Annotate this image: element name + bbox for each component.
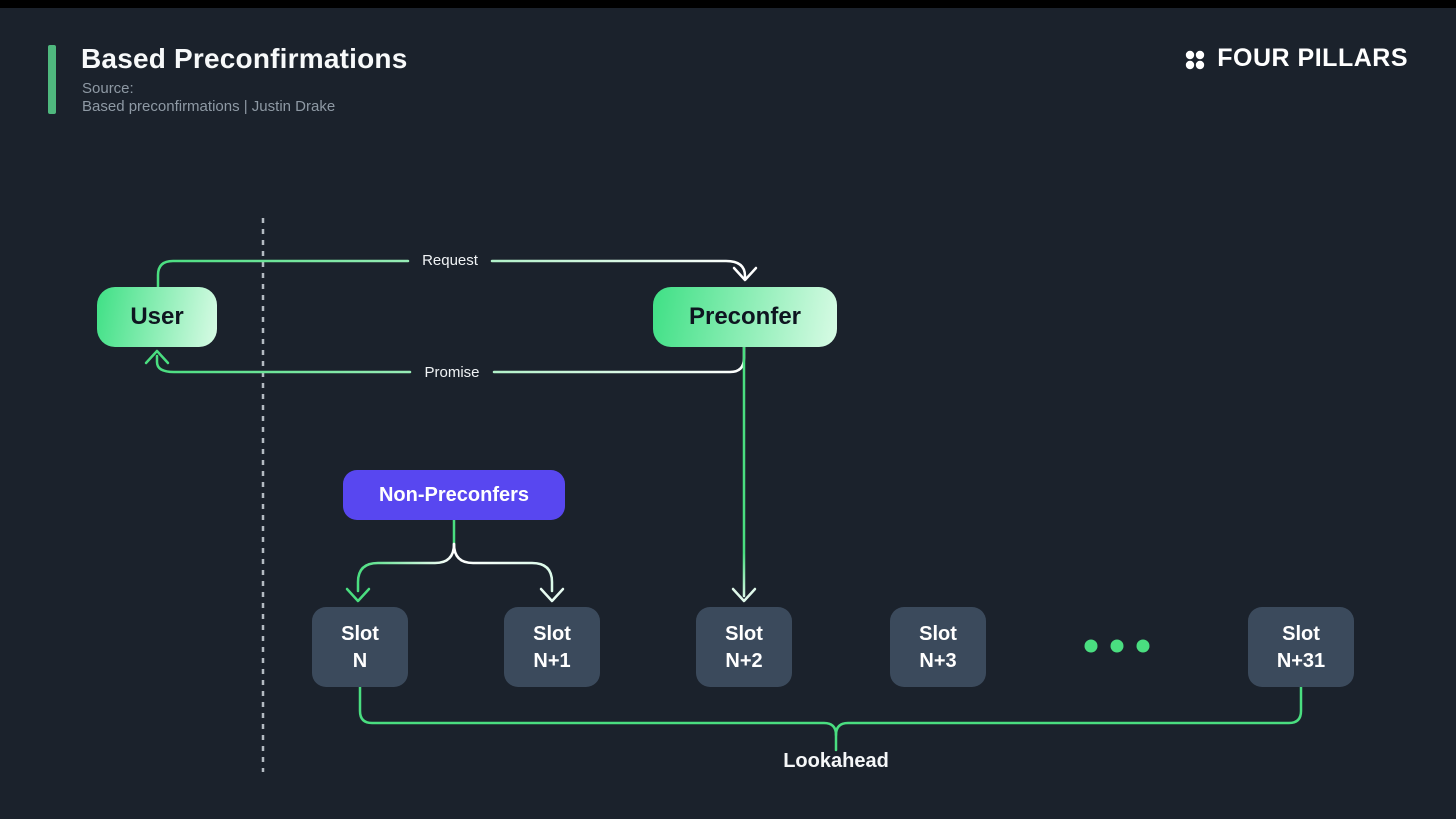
four-dots-grid-icon [1183, 47, 1207, 71]
request-arrow [156, 259, 758, 289]
slot-line2: N+3 [919, 649, 957, 672]
slot-line2: N [352, 649, 368, 672]
node-user-label: User [130, 303, 184, 330]
node-non-preconfers-label: Non-Preconfers [378, 483, 530, 506]
slot-line2: N+1 [533, 649, 571, 672]
ellipsis-dots [1084, 639, 1150, 653]
node-user: User [97, 287, 217, 347]
top-strip [0, 0, 1456, 8]
node-non-preconfers: Non-Preconfers [343, 470, 565, 520]
request-edge-label: Request [422, 252, 478, 269]
slot-line1: Slot [533, 622, 571, 645]
promise-edge-label: Promise [424, 364, 480, 381]
slot-line1: Slot [919, 622, 957, 645]
preconfer-to-slot-arrow [731, 345, 757, 603]
slot-line1: Slot [725, 622, 763, 645]
brand-name: FOUR PILLARS [1217, 44, 1408, 72]
node-preconfer-label: Preconfer [688, 303, 802, 330]
slot-line2: N+31 [1276, 649, 1326, 672]
node-slot-n1: Slot N+1 [504, 607, 600, 687]
node-slot-n3: Slot N+3 [890, 607, 986, 687]
node-preconfer: Preconfer [653, 287, 837, 347]
source-caption: Source: Based preconfirmations | Justin … [82, 80, 335, 116]
lookahead-label: Lookahead [783, 750, 889, 772]
slot-line1: Slot [1282, 622, 1320, 645]
brand-logo: FOUR PILLARS [1183, 44, 1408, 73]
source-value: Based preconfirmations | Justin Drake [82, 98, 336, 115]
page-title: Based Preconfirmations [81, 43, 408, 74]
non-preconfers-split-arrows [345, 518, 565, 603]
source-label: Source: [82, 80, 134, 97]
slot-line2: N+2 [725, 649, 763, 672]
node-slot-n: Slot N [312, 607, 408, 687]
lookahead-bracket [358, 685, 1303, 752]
title-accent-bar [48, 45, 56, 114]
node-slot-n2: Slot N+2 [696, 607, 792, 687]
header: Based Preconfirmations Source: Based pre… [0, 0, 1456, 130]
slot-line1: Slot [341, 622, 379, 645]
node-slot-n31: Slot N+31 [1248, 607, 1354, 687]
